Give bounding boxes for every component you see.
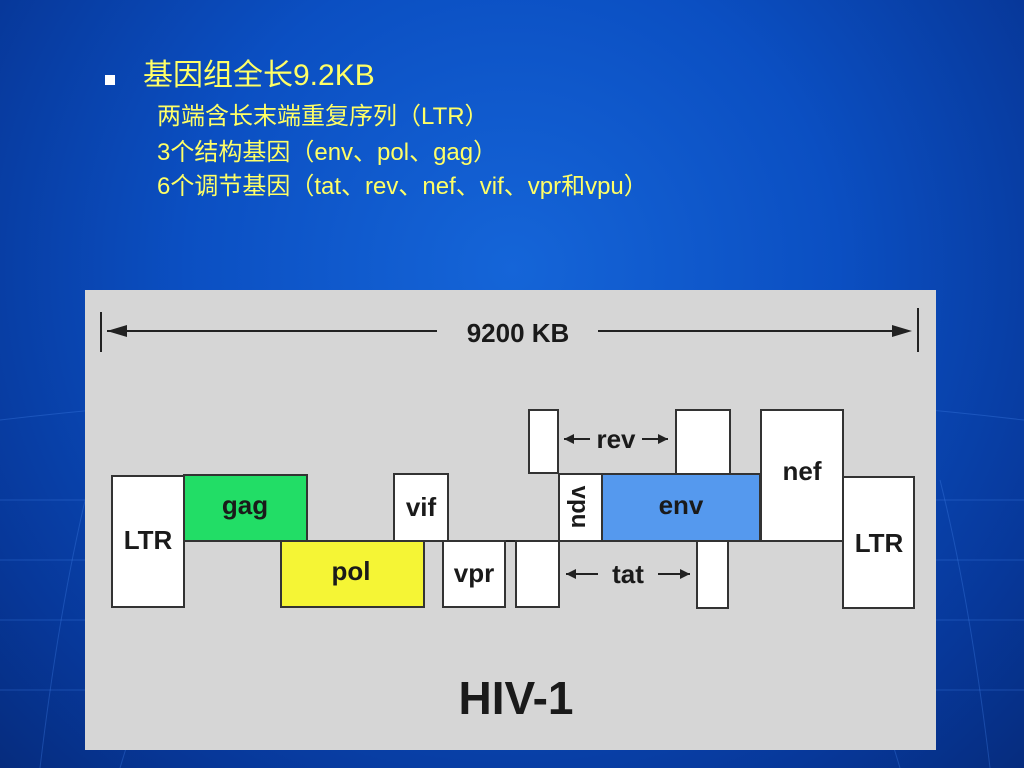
regulatory-genes-description: 6个调节基因（tat、rev、nef、vif、vpr和vpu） [157, 173, 648, 200]
scale-arrow-right-icon [892, 325, 912, 337]
tat-exon2-box [696, 540, 729, 609]
scale-arrow-left-icon [107, 325, 127, 337]
env-box [601, 473, 761, 542]
vif-label: vif [406, 492, 437, 522]
tat-arrow-right-icon [680, 569, 690, 579]
rev-exon2-box [675, 409, 731, 475]
tat-arrow-left-icon [566, 569, 576, 579]
rev-arrow-right-icon [658, 434, 668, 444]
nef-label: nef [783, 456, 822, 486]
vpu-box [558, 473, 603, 542]
vpr-label: vpr [454, 558, 494, 588]
slide-heading: 基因组全长9.2KB [143, 59, 375, 92]
vif-box [393, 473, 449, 542]
bullet-square-icon [105, 75, 115, 85]
tat-exon1-box [515, 540, 560, 608]
vpu-label: vpu [566, 486, 593, 529]
gag-box [183, 474, 308, 542]
nef-box [760, 409, 844, 542]
rev-exon1-box [528, 409, 559, 474]
pol-label: pol [332, 556, 371, 586]
ltr-left-label: LTR [124, 525, 173, 555]
structural-genes-description: 3个结构基因（env、pol、gag） [157, 139, 498, 166]
pol-box [280, 540, 425, 608]
vpr-box [442, 540, 506, 608]
ltr-description: 两端含长末端重复序列（LTR） [157, 103, 489, 130]
ltr-right-label: LTR [855, 528, 904, 558]
hiv-genome-figure: 9200 KB LTR gag pol vif vpr vpu env nef … [85, 290, 936, 750]
rev-arrow-left-icon [564, 434, 574, 444]
figure-title: HIV-1 [458, 672, 573, 724]
tat-label: tat [612, 559, 644, 589]
genome-length-label: 9200 KB [467, 318, 570, 348]
gag-label: gag [222, 490, 268, 520]
ltr-right-box [842, 476, 915, 609]
rev-label: rev [596, 424, 636, 454]
genome-map: 9200 KB LTR gag pol vif vpr vpu env nef … [100, 308, 919, 724]
env-label: env [659, 490, 704, 520]
